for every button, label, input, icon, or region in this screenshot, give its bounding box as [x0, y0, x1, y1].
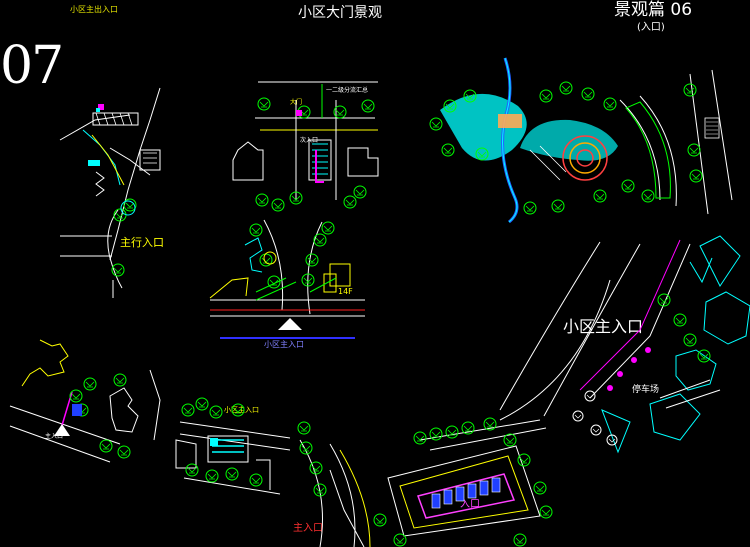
plan-top-right	[429, 57, 733, 224]
page-title: 小区大门景观	[298, 5, 382, 21]
label-side-gate: 主行入口	[120, 236, 164, 249]
plan-bottom-left	[9, 339, 161, 463]
label-bottom-left-small: 主入口	[45, 433, 64, 440]
label-center-bottom: 小区主入口	[264, 340, 304, 349]
plan-center	[209, 219, 365, 339]
section-subtitle: (入口)	[637, 22, 665, 33]
label-bottom-right-plaza: 入口	[460, 499, 480, 510]
plan-bottom-mid	[175, 397, 291, 495]
label-bottom-center: 主入口	[293, 523, 323, 534]
label-center-building: 14F	[338, 287, 353, 296]
plan-top-left	[59, 87, 161, 298]
label-main-entrance: 小区主入口	[563, 317, 644, 336]
page-number: 07	[0, 36, 64, 96]
label-center-road: 一二级分流汇总	[326, 87, 369, 94]
label-right-small: 停车场	[632, 385, 660, 395]
label-top-left: 小区主出入口	[70, 5, 118, 14]
plan-top-center	[232, 81, 379, 212]
plan-right	[499, 235, 750, 454]
section-title: 景观篇 06	[614, 0, 693, 20]
label-bottom-mid: 小区主入口	[224, 406, 259, 414]
plan-bottom-center	[297, 421, 371, 547]
plan-bottom-right	[373, 279, 611, 547]
